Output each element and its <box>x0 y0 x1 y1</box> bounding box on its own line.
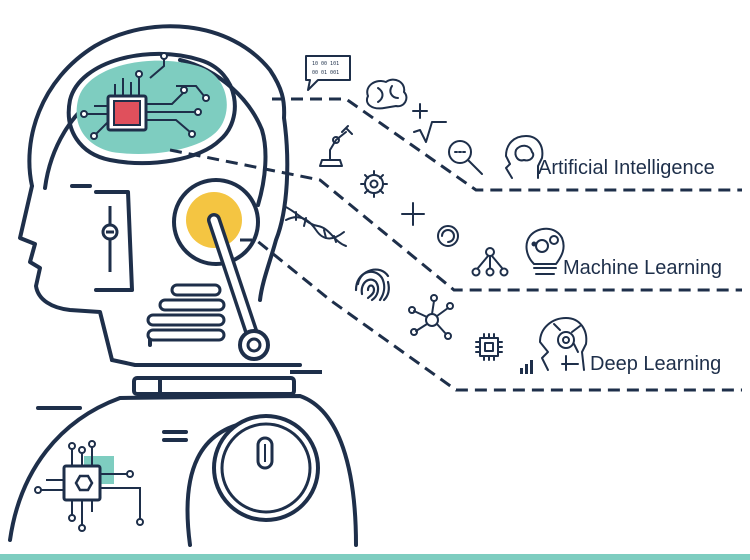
plus-small-icon <box>412 103 428 119</box>
brain-chip <box>80 52 210 140</box>
connector-ai <box>272 97 742 192</box>
cyber-head-icon <box>539 317 588 371</box>
shoulder-joint <box>172 178 270 361</box>
speech-bubble-icon: 10 00 101 00 01 001 <box>305 55 351 91</box>
chip-icon <box>475 333 503 361</box>
square-root-icon <box>413 121 447 143</box>
gear-icon <box>360 170 388 198</box>
connector-lines <box>169 97 742 392</box>
target-icon <box>437 225 459 247</box>
label-machine-learning: Machine Learning <box>563 257 722 279</box>
plus-icon <box>401 202 425 226</box>
connector-ml <box>240 238 742 392</box>
collar <box>132 370 322 396</box>
robotic-arm-icon <box>319 125 353 167</box>
bubble-line-1: 10 00 101 <box>312 61 339 67</box>
head-brain-icon <box>505 135 544 179</box>
label-deep-learning: Deep Learning <box>590 353 721 375</box>
head-outline <box>18 24 290 362</box>
network-icon <box>471 247 509 277</box>
lightbulb-gears-icon <box>525 227 565 275</box>
torso-chip <box>34 440 144 532</box>
neck-vents <box>146 283 226 342</box>
bubble-line-2: 00 01 001 <box>312 70 339 76</box>
brain-icon <box>366 78 408 110</box>
hub-network-icon <box>408 294 454 340</box>
bar-chart-icon <box>520 360 533 374</box>
dna-icon <box>283 205 347 247</box>
magnifier-icon <box>448 140 483 175</box>
ear-circuit <box>101 206 119 272</box>
brain-outline <box>66 51 237 166</box>
torso-dial <box>212 414 320 522</box>
chip-core-red <box>113 100 141 126</box>
brain-fill <box>76 60 227 154</box>
connector-ai-2 <box>169 148 742 292</box>
label-artificial-intelligence: Artificial Intelligence <box>538 157 715 179</box>
footer-strip <box>0 554 750 560</box>
fingerprint-icon <box>354 268 390 302</box>
ear-outline <box>94 190 134 292</box>
